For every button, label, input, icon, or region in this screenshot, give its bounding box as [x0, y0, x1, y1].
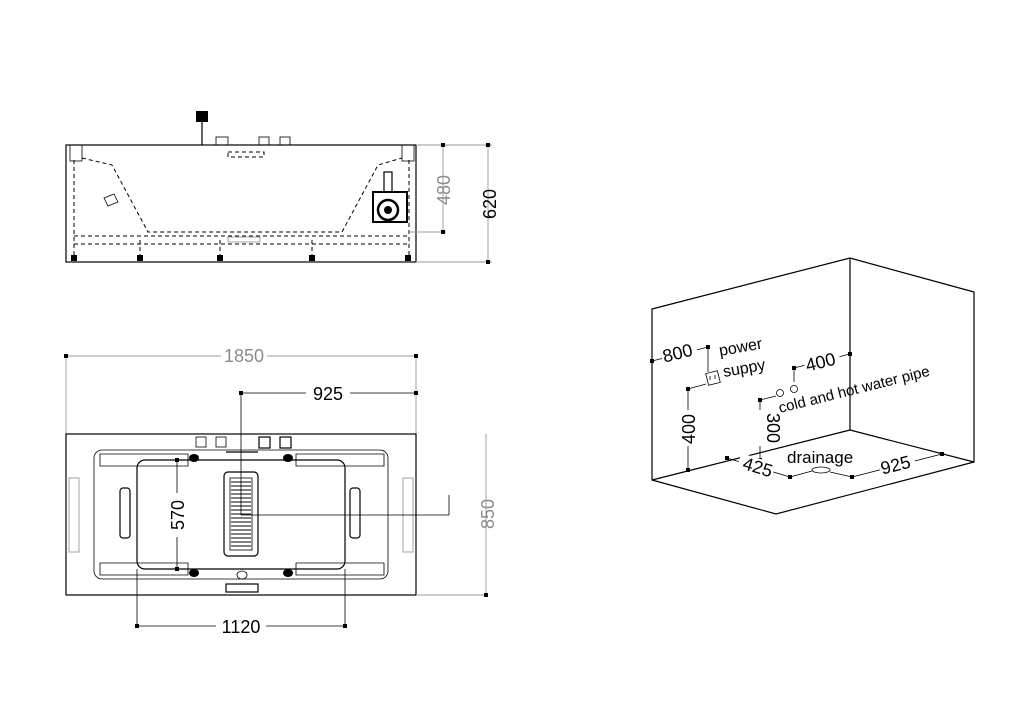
dim-total-length: 1850 — [224, 346, 264, 366]
bottom-light-panel — [223, 471, 259, 557]
top-basin — [136, 459, 346, 570]
top-tub-outline — [65, 433, 417, 596]
side-tub-outline — [65, 144, 417, 263]
dim-drain-right: 925 — [879, 452, 913, 479]
dim-water-height: 300 — [763, 413, 783, 443]
label-power-2: suppy — [722, 357, 767, 381]
top-view: 1850 925 — [64, 346, 498, 637]
dim-power-height: 400 — [679, 414, 699, 444]
jet-panel-left — [119, 487, 131, 539]
label-power: power — [718, 336, 765, 360]
side-view: 480 620 — [65, 111, 500, 264]
dim-half-length: 925 — [313, 384, 343, 404]
dim-total-width: 850 — [478, 499, 498, 529]
dim-inner-height: 480 — [434, 175, 454, 205]
dim-drain-left: 425 — [740, 453, 775, 481]
dim-water-from-wall: 400 — [804, 349, 838, 376]
power-outlet-icon — [705, 370, 721, 386]
room-view: 800 power suppy 400 400 cold and hot wat… — [650, 257, 975, 515]
cold-pipe-icon — [776, 389, 784, 397]
jet-panel-right — [349, 487, 361, 539]
label-drainage: drainage — [787, 448, 853, 467]
dim-inner-length: 1120 — [222, 617, 261, 637]
dim-inner-width: 570 — [168, 500, 188, 530]
drain-icon — [811, 466, 831, 474]
dim-total-height: 620 — [480, 189, 500, 219]
pump-icon — [372, 171, 408, 223]
side-basin-profile — [81, 157, 403, 233]
side-feet — [71, 255, 411, 261]
faucet-icon — [196, 111, 208, 122]
dim-power-from-corner: 800 — [661, 340, 695, 367]
label-water: cold and hot water pipe — [777, 363, 932, 417]
hot-pipe-icon — [790, 385, 798, 393]
room-box — [651, 257, 975, 515]
jets — [189, 454, 293, 577]
